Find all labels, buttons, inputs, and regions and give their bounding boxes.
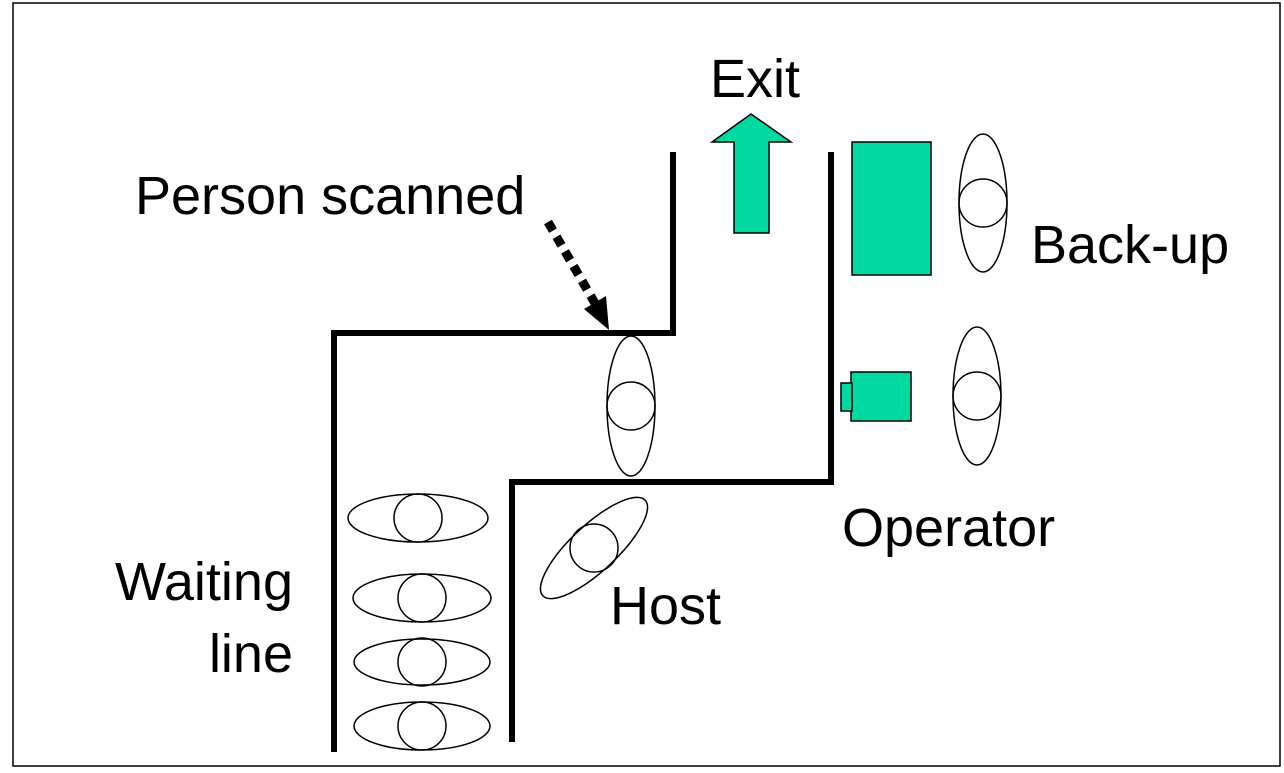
person-scanned-figure-icon (606, 335, 656, 477)
person-scanned-arrowhead-icon (584, 296, 609, 330)
person-scanned-arrow (544, 219, 600, 308)
corridor-right-wall (509, 152, 834, 742)
waiting-person-icon (353, 701, 491, 751)
operator-person-icon (952, 326, 1002, 466)
back-up-scanner (851, 141, 932, 276)
exit-label: Exit (710, 49, 800, 109)
back-up-person-icon (958, 133, 1008, 273)
exit-arrow-icon (709, 113, 794, 234)
operator-label: Operator (842, 498, 1055, 558)
waiting-person-icon (347, 493, 489, 543)
person-scanned-label: Person scanned (135, 166, 525, 226)
diagram-border (12, 2, 1281, 767)
host-person-icon (539, 496, 649, 600)
waiting-line-label-1: Waiting (115, 552, 293, 612)
operator-scanner (850, 371, 912, 422)
waiting-line-label-2: line (209, 624, 293, 684)
operator-scanner-lens (840, 382, 853, 412)
waiting-person-icon (353, 637, 491, 687)
back-up-label: Back-up (1031, 215, 1229, 275)
waiting-person-icon (352, 573, 492, 623)
corridor-left-wall (331, 152, 676, 752)
host-label: Host (610, 576, 721, 636)
